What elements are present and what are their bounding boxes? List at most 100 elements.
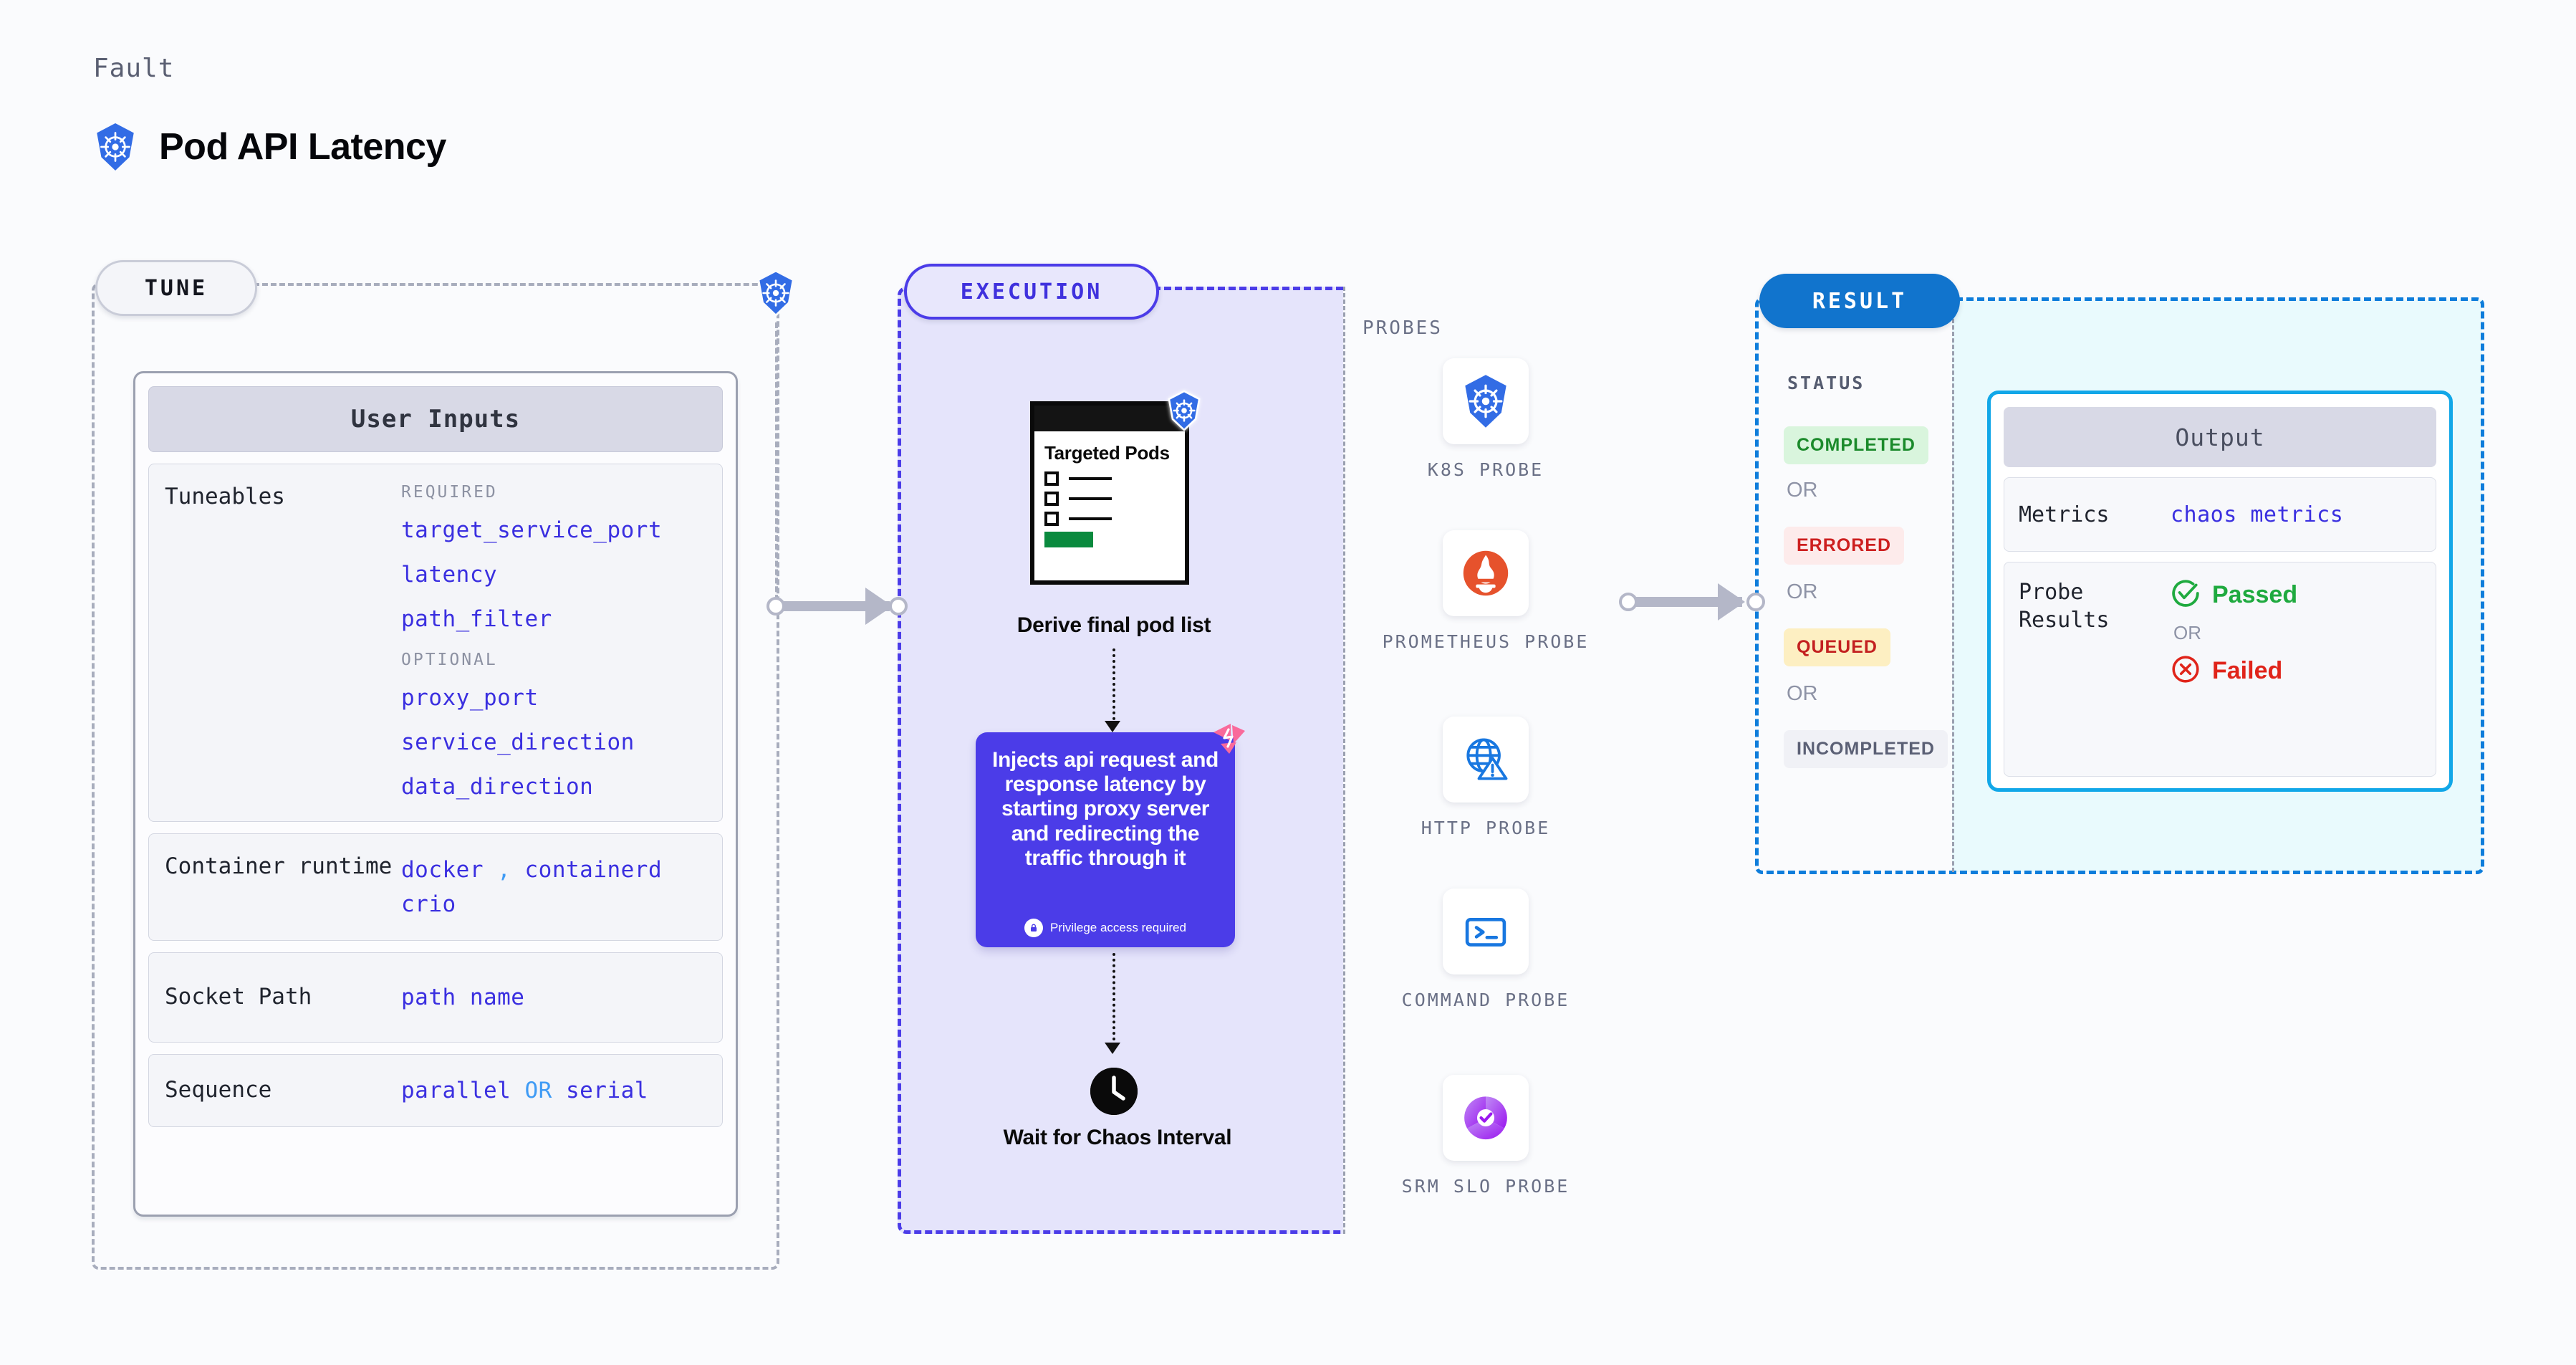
status-title: STATUS	[1787, 373, 1865, 393]
optional-group-title: OPTIONAL	[401, 651, 498, 669]
sequence-separator: OR	[524, 1078, 552, 1104]
connector-exec-dot	[889, 597, 908, 616]
tuneables-section: Tuneables REQUIRED target_service_port l…	[148, 464, 723, 822]
tuneable-latency[interactable]: latency	[401, 562, 498, 588]
terminal-icon	[1443, 889, 1529, 974]
check-circle-icon	[2171, 578, 2201, 612]
page-title: Pod API Latency	[159, 126, 446, 168]
sequence-parallel[interactable]: parallel	[401, 1078, 511, 1104]
page-title-row: Pod API Latency	[92, 122, 446, 172]
tune-region	[92, 283, 779, 1270]
probe-label: PROMETHEUS PROBE	[1382, 631, 1590, 652]
inject-action-card: Injects api request and response latency…	[976, 724, 1245, 947]
runtime-separator: ,	[497, 857, 511, 883]
container-runtime-label: Container runtime	[165, 853, 393, 879]
user-inputs-card: User Inputs Tuneables REQUIRED target_se…	[133, 371, 738, 1217]
probe-srm-slo[interactable]: SRM SLO PROBE	[1378, 1075, 1593, 1199]
kubernetes-icon	[92, 122, 139, 172]
connector-result-dot	[1746, 593, 1765, 611]
failed-label: Failed	[2212, 657, 2283, 684]
probe-results-label: Probe Results	[2019, 580, 2110, 633]
probe-result-failed: Failed	[2171, 654, 2421, 688]
privilege-note-text: Privilege access required	[1050, 921, 1186, 934]
status-or-1: OR	[1787, 479, 1818, 502]
status-or-3: OR	[1787, 682, 1818, 705]
derive-pod-list-caption: Derive final pod list	[1017, 613, 1211, 637]
probe-prometheus[interactable]: PROMETHEUS PROBE	[1378, 530, 1593, 654]
probe-http[interactable]: HTTP PROBE	[1378, 717, 1593, 840]
execution-pill[interactable]: EXECUTION	[904, 264, 1159, 320]
probe-label: COMMAND PROBE	[1401, 990, 1570, 1010]
connector-exec-result-arrow	[1718, 583, 1745, 621]
probe-k8s[interactable]: K8S PROBE	[1378, 358, 1593, 482]
flow-connector-1	[1112, 648, 1115, 726]
probe-label: HTTP PROBE	[1421, 818, 1551, 838]
socket-path-section: Socket Path path name	[148, 952, 723, 1043]
runtime-crio[interactable]: crio	[401, 891, 456, 918]
connector-exec-result-line	[1628, 597, 1742, 607]
connector-tune-dot	[766, 597, 785, 616]
socket-path-value[interactable]: path name	[401, 985, 525, 1011]
user-inputs-title: User Inputs	[148, 386, 723, 452]
result-divider	[1952, 300, 1954, 872]
tuneable-proxy-port[interactable]: proxy_port	[401, 685, 539, 711]
checkbox-icon	[1044, 512, 1059, 527]
flow-arrow-2	[1105, 1043, 1120, 1054]
metrics-row: Metrics chaos metrics	[2004, 477, 2436, 552]
result-region	[1755, 297, 2484, 874]
inject-description: Injects api request and response latency…	[992, 748, 1219, 870]
tune-pill[interactable]: TUNE	[95, 260, 257, 316]
status-badge-label: COMPLETED	[1797, 435, 1916, 455]
runtime-containerd[interactable]: containerd	[524, 857, 663, 883]
doc-checklist	[1044, 471, 1175, 548]
clock-icon	[1090, 1068, 1138, 1115]
metrics-value[interactable]: chaos metrics	[2171, 502, 2344, 527]
probe-command[interactable]: COMMAND PROBE	[1378, 889, 1593, 1012]
sequence-section: Sequence parallel OR serial	[148, 1054, 723, 1128]
status-badge-label: INCOMPLETED	[1797, 739, 1935, 759]
probe-label: K8S PROBE	[1427, 459, 1544, 480]
result-pill[interactable]: RESULT	[1759, 274, 1960, 328]
prometheus-icon	[1443, 530, 1529, 616]
checkbox-icon	[1044, 492, 1059, 507]
targeted-pods-title: Targeted Pods	[1044, 442, 1170, 464]
tuneable-target-service-port[interactable]: target_service_port	[401, 517, 663, 543]
connector-exec-out-dot	[1619, 593, 1638, 611]
flow-arrow-1	[1105, 721, 1120, 732]
probe-result-passed: Passed	[2171, 578, 2421, 612]
doc-line	[1069, 497, 1112, 501]
runtime-docker[interactable]: docker	[401, 857, 484, 883]
doc-line	[1069, 517, 1112, 521]
probe-result-or: OR	[2173, 622, 2201, 643]
litmus-chaos-icon	[1209, 722, 1246, 757]
output-title: Output	[2004, 407, 2436, 467]
doc-progress-bar	[1044, 532, 1093, 548]
container-runtime-section: Container runtime docker , containerd cr…	[148, 833, 723, 942]
tuneable-service-direction[interactable]: service_direction	[401, 729, 635, 755]
checkbox-icon	[1044, 471, 1059, 487]
probe-results-row: Probe Results Passed OR	[2004, 562, 2436, 777]
probes-title: PROBES	[1363, 317, 1443, 339]
sequence-serial[interactable]: serial	[565, 1078, 648, 1104]
x-circle-icon	[2171, 654, 2201, 688]
kubernetes-icon	[1165, 390, 1203, 431]
probe-label: SRM SLO PROBE	[1401, 1176, 1570, 1197]
doc-line	[1069, 477, 1112, 481]
lock-icon	[1024, 919, 1044, 937]
socket-path-label: Socket Path	[165, 984, 312, 1010]
flow-connector-2	[1112, 953, 1115, 1046]
kubernetes-icon	[754, 269, 798, 317]
wait-chaos-caption: Wait for Chaos Interval	[1003, 1126, 1232, 1149]
connector-tune-exec-arrow	[865, 588, 893, 625]
tune-boundary-dash	[775, 322, 778, 609]
connector-tune-exec-line	[775, 601, 890, 611]
tuneable-data-direction[interactable]: data_direction	[401, 774, 594, 800]
status-or-2: OR	[1787, 580, 1818, 603]
status-badge-incompleted: INCOMPLETED	[1784, 730, 1948, 768]
required-group-title: REQUIRED	[401, 483, 498, 502]
output-card: Output Metrics chaos metrics Probe Resul…	[1987, 391, 2453, 792]
targeted-pods-doc: Targeted Pods	[1030, 390, 1201, 585]
passed-label: Passed	[2212, 581, 2298, 608]
tuneable-path-filter[interactable]: path_filter	[401, 606, 552, 632]
